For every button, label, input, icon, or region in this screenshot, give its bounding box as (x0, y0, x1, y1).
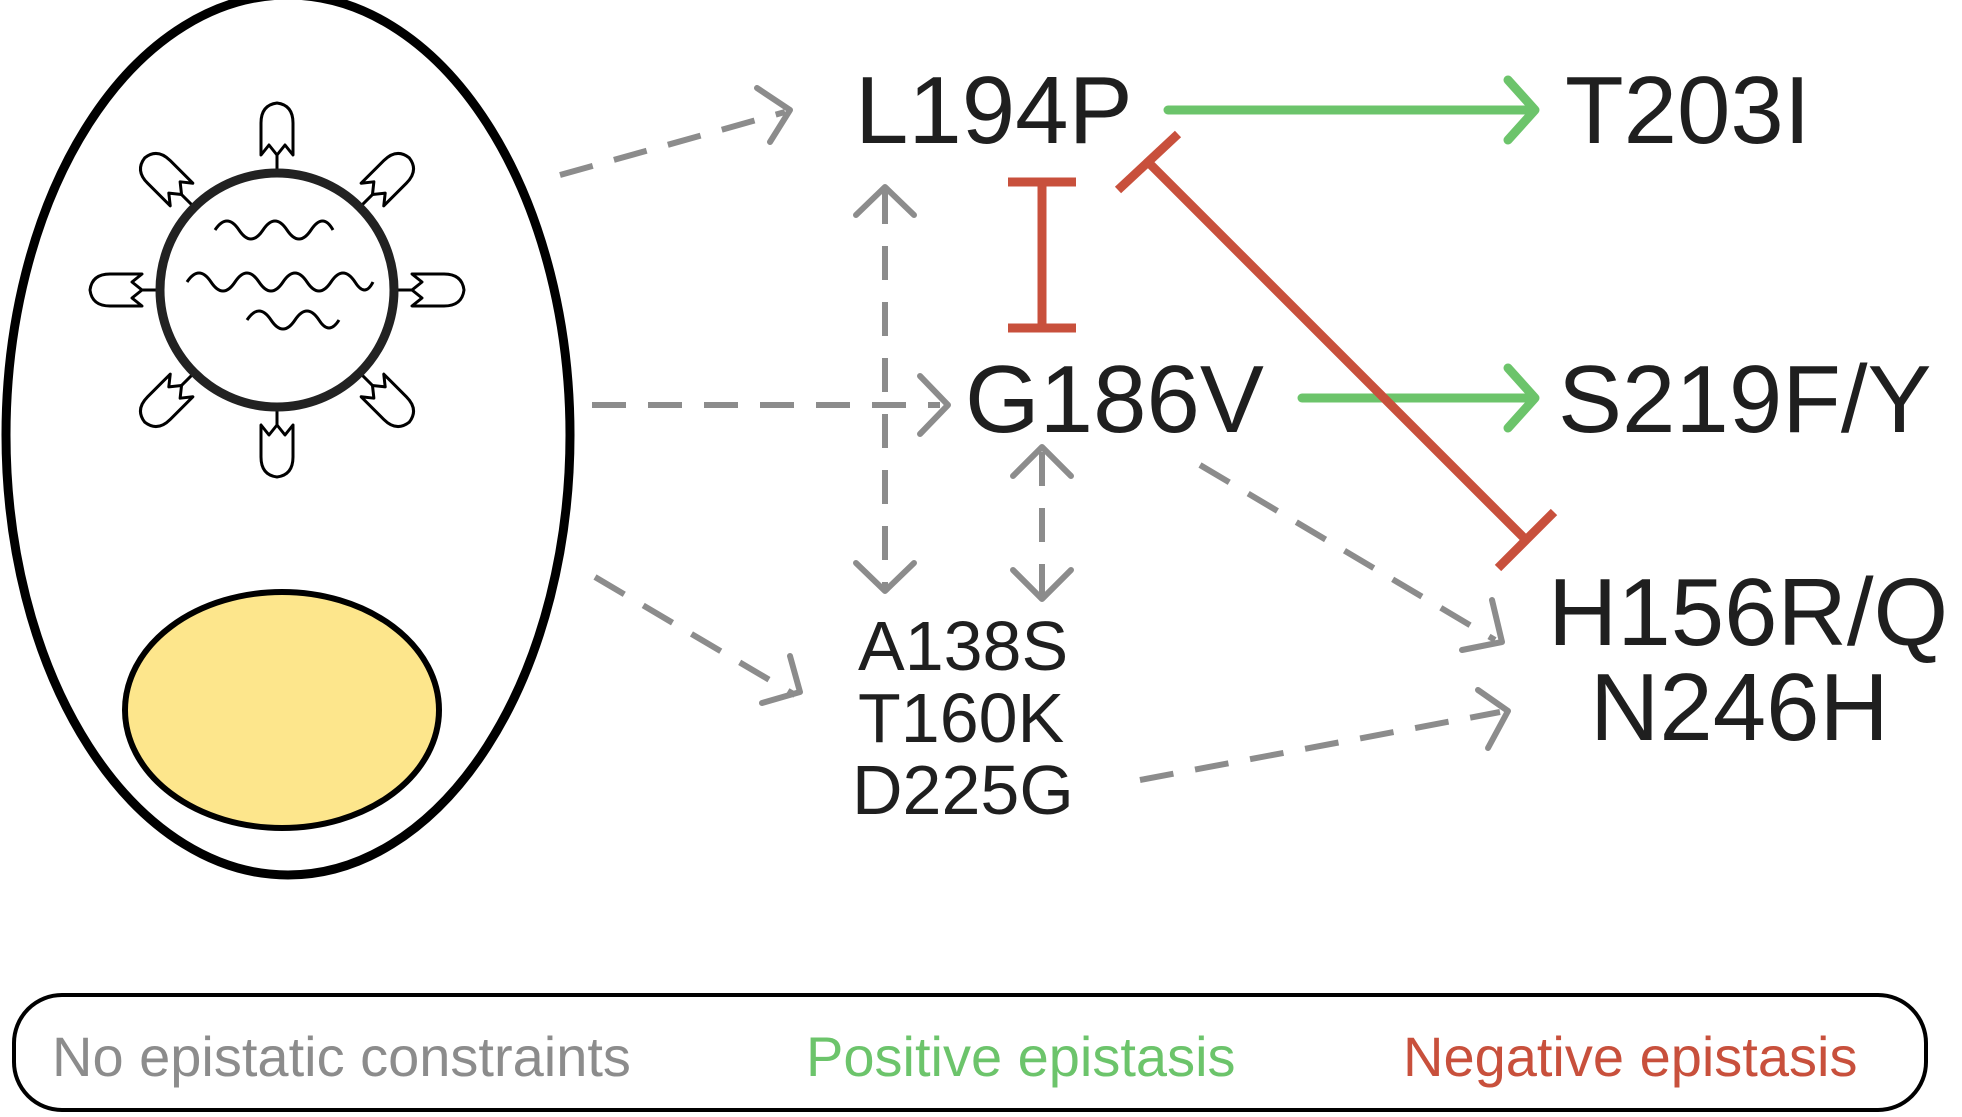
egg-to-group-arrow (593, 574, 797, 698)
arrowhead (754, 85, 793, 145)
inhibitor-bar (1494, 508, 1558, 572)
legend: No epistatic constraints Positive epista… (12, 993, 1928, 1112)
l194p-h156rq-inhibitor (1144, 158, 1530, 544)
arrowhead (917, 373, 951, 437)
arrowhead (1459, 597, 1505, 653)
egg-yolk (122, 589, 442, 831)
legend-negative: Negative epistasis (1403, 1025, 1857, 1088)
mutation-a138s: A138S (858, 607, 1068, 685)
mutation-g186v: G186V (965, 346, 1264, 453)
arrowhead (1475, 687, 1511, 751)
arrowhead (853, 560, 917, 594)
virus-icon (88, 101, 466, 479)
group-n246h-arrow (1139, 709, 1501, 783)
mutation-d225g: D225G (852, 751, 1074, 829)
arrowhead (1010, 567, 1074, 602)
arrowhead (759, 653, 803, 706)
virus-rna (245, 309, 341, 331)
virus-rna (185, 271, 375, 293)
mutation-t203i: T203I (1565, 57, 1810, 164)
no-constraint-arrowheads (754, 85, 1511, 751)
virus-rna (213, 219, 335, 241)
inhibitor-bar (1114, 130, 1182, 194)
mutation-s219fy: S219F/Y (1558, 346, 1932, 453)
legend-positive: Positive epistasis (806, 1025, 1236, 1088)
egg-to-l194p-arrow (559, 109, 786, 178)
legend-none: No epistatic constraints (52, 1025, 631, 1088)
negative-inhibitors (1008, 130, 1558, 572)
mutation-t160k: T160K (858, 679, 1064, 757)
legend-box (12, 993, 1928, 1112)
positive-arrows (1163, 75, 1540, 433)
arrowhead (1503, 363, 1540, 433)
arrowhead (1503, 75, 1540, 145)
g186v-h156rq-arrow (1198, 462, 1497, 643)
mutation-n246h: N246H (1590, 654, 1889, 761)
arrowhead (1010, 444, 1074, 479)
mutation-l194p: L194P (855, 57, 1133, 164)
arrowhead (853, 184, 917, 218)
no-constraint-arrows (559, 109, 1501, 783)
mutation-h156rq: H156R/Q (1548, 559, 1948, 666)
